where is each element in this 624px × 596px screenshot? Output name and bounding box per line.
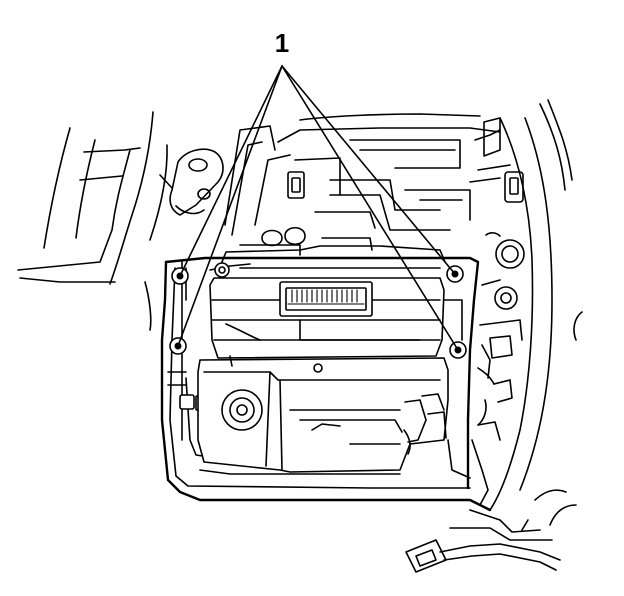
console-right-panel bbox=[471, 99, 583, 511]
callout-leader-lines bbox=[177, 65, 459, 351]
dashboard-left-curves bbox=[17, 111, 168, 331]
mounting-screw-upper-left bbox=[171, 267, 189, 285]
connector-pins bbox=[287, 289, 365, 305]
wire-harness bbox=[405, 489, 577, 573]
radio-receiver-body bbox=[197, 245, 449, 473]
vent-detail bbox=[159, 148, 224, 216]
console-upper-structure bbox=[224, 113, 524, 256]
callout-label-1: 1 bbox=[275, 28, 289, 58]
